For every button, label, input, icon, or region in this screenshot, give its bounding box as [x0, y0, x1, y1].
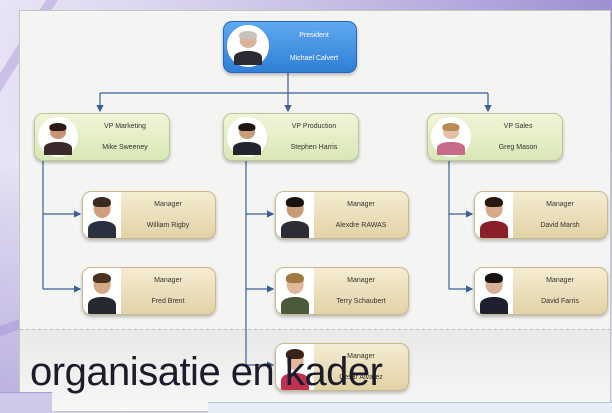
node-name: Fred Brent: [151, 298, 185, 305]
node-vp-sales[interactable]: VP Sales Greg Mason: [427, 113, 563, 161]
node-role: Manager: [154, 201, 182, 208]
node-president[interactable]: President Michael Calvert: [223, 21, 357, 73]
node-role: VP Sales: [503, 123, 533, 130]
node-manager-alexdre-rawas[interactable]: Manager Alexdre RAWAS: [275, 191, 409, 239]
node-name: Michael Calvert: [289, 55, 339, 62]
person-photo-icon: [83, 268, 121, 314]
node-name: William Rigby: [146, 222, 190, 229]
node-role: VP Production: [291, 123, 337, 130]
person-photo-icon: [475, 192, 513, 238]
node-role: Manager: [546, 201, 574, 208]
person-photo-icon: [475, 268, 513, 314]
logo: [0, 392, 52, 413]
person-photo-icon: [276, 268, 314, 314]
node-role: VP Marketing: [104, 123, 146, 130]
node-name: Stephen Harris: [290, 144, 338, 151]
node-role: Manager: [347, 353, 375, 360]
node-manager-terry-schaubert[interactable]: Manager Terry Schaubert: [275, 267, 409, 315]
person-photo-icon: [83, 192, 121, 238]
person-photo-icon: [431, 117, 471, 157]
org-chart-canvas: President Michael Calvert VP Marketing M…: [19, 10, 611, 412]
node-name: Greg Mason: [498, 144, 538, 151]
floor-line: [20, 329, 610, 331]
footer-box: [208, 402, 612, 413]
person-photo-icon: [38, 117, 78, 157]
node-name: David Marsh: [540, 222, 580, 229]
node-manager-william-rigby[interactable]: Manager William Rigby: [82, 191, 216, 239]
node-manager-fred-brent[interactable]: Manager Fred Brent: [82, 267, 216, 315]
node-role: Manager: [154, 277, 182, 284]
node-role: Manager: [347, 201, 375, 208]
connector-lines: [42, 73, 492, 369]
person-photo-icon: [227, 117, 267, 157]
node-manager-cesar-alvarez[interactable]: Manager Cesar Alvarez: [275, 343, 409, 391]
node-manager-david-marsh[interactable]: Manager David Marsh: [474, 191, 608, 239]
person-photo-icon: [276, 192, 314, 238]
node-name: Mike Sweeney: [102, 144, 148, 151]
node-name: David Farris: [541, 298, 579, 305]
node-name: Alexdre RAWAS: [335, 222, 387, 229]
node-role: Manager: [546, 277, 574, 284]
node-manager-david-farris[interactable]: Manager David Farris: [474, 267, 608, 315]
person-photo-icon: [276, 344, 314, 390]
node-name: Terry Schaubert: [336, 298, 386, 305]
slide-title: organisatie en kader: [30, 350, 383, 394]
person-photo-icon: [227, 25, 269, 67]
node-vp-production[interactable]: VP Production Stephen Harris: [223, 113, 359, 161]
node-role: President: [299, 32, 329, 39]
node-name: Cesar Alvarez: [339, 374, 383, 381]
node-vp-marketing[interactable]: VP Marketing Mike Sweeney: [34, 113, 170, 161]
node-role: Manager: [347, 277, 375, 284]
